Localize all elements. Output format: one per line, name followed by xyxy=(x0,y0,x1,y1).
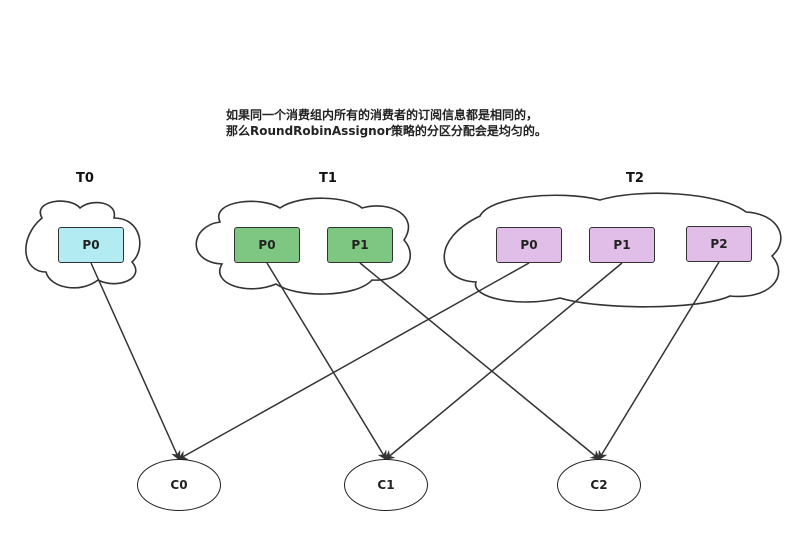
topic-t1-cloud xyxy=(195,197,411,295)
partition-t0-p0[interactable]: P0 xyxy=(58,227,124,263)
caption-line-2: 那么RoundRobinAssignor策略的分区分配会是均匀的。 xyxy=(226,124,547,138)
partition-t2-p1[interactable]: P1 xyxy=(589,227,655,263)
partition-t1-p1[interactable]: P1 xyxy=(327,227,393,263)
consumer-c2[interactable]: C2 xyxy=(557,459,641,511)
edge-t2p0-to-c0 xyxy=(177,262,530,460)
edge-t2p1-to-c1 xyxy=(384,262,623,461)
edge-t1p0-to-c1 xyxy=(266,262,388,461)
edge-t1p1-to-c2 xyxy=(359,262,601,461)
topic-t0-title: T0 xyxy=(76,171,94,186)
caption: 如果同一个消费组内所有的消费者的订阅信息都是相同的， 那么RoundRobinA… xyxy=(226,107,547,139)
assignment-edges xyxy=(90,261,720,461)
edge-t2p2-to-c2 xyxy=(597,261,720,461)
topic-t1-title: T1 xyxy=(319,171,337,186)
edge-t0p0-to-c0 xyxy=(90,262,181,461)
consumer-c1[interactable]: C1 xyxy=(344,459,428,511)
consumer-c0[interactable]: C0 xyxy=(137,459,221,511)
partition-t1-p0[interactable]: P0 xyxy=(234,227,300,263)
partition-t2-p0[interactable]: P0 xyxy=(496,227,562,263)
partition-t2-p2[interactable]: P2 xyxy=(686,226,752,262)
topic-t2-title: T2 xyxy=(626,171,644,186)
caption-line-1: 如果同一个消费组内所有的消费者的订阅信息都是相同的， xyxy=(226,108,539,122)
